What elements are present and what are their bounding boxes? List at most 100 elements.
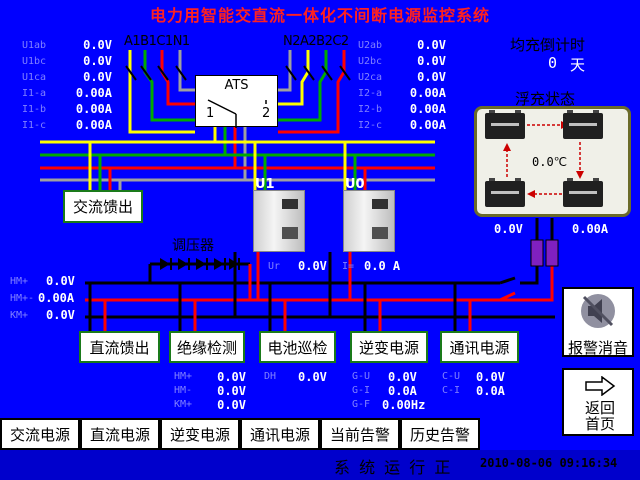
measure-value: 0.0V <box>417 54 446 68</box>
ats-label: ATS <box>224 78 249 93</box>
measure-value: 0.0V <box>217 384 246 398</box>
tab-dc-power[interactable]: 直流电源 <box>80 418 160 450</box>
equalize-unit: 天 <box>570 56 586 74</box>
rectifier-u0[interactable] <box>343 190 395 252</box>
equalize-label: 均充倒计时 <box>510 36 586 54</box>
input-wires-right <box>278 50 346 134</box>
dc-buses <box>85 281 555 319</box>
measure-value: 0.00A <box>409 102 446 116</box>
battery-icon <box>485 178 525 207</box>
measure-value: 0.0V <box>217 398 246 412</box>
measure-label: U1bc <box>22 56 47 67</box>
tab-comm-power[interactable]: 通讯电源 <box>240 418 320 450</box>
measure-label: I1-b <box>22 104 47 115</box>
float-panel: 0.0℃ <box>474 106 631 217</box>
battery-voltage: 0.0V <box>494 222 523 236</box>
i-label: I= <box>342 261 355 272</box>
phase-labels-left: A1B1C1N1 <box>124 34 190 49</box>
back-home-label: 返回首页 <box>584 399 615 433</box>
status-bar: 系 统 运 行 正 2010-08-06 09:16:34 <box>0 450 640 480</box>
battery-icon <box>485 110 525 139</box>
measure-label: G-I <box>352 385 371 396</box>
ac-buses <box>40 140 435 182</box>
bus-value: 0.0V <box>46 274 75 288</box>
inverter-power-button[interactable]: 逆变电源 <box>350 331 428 363</box>
ats-switch[interactable]: ATS 1 2 <box>195 75 278 128</box>
phase-labels-right: N2A2B2C2 <box>283 34 349 49</box>
measure-label: U2ab <box>358 40 383 51</box>
bus-switch <box>499 291 516 302</box>
measure-value: 0.00A <box>409 118 446 132</box>
status-datetime: 2010-08-06 09:16:34 <box>480 456 618 470</box>
i-value: 0.0 A <box>364 259 401 273</box>
battery-inspection-button[interactable]: 电池巡检 <box>259 331 336 363</box>
float-label: 浮充状态 <box>515 90 576 108</box>
measure-value: 0.00Hz <box>382 398 426 412</box>
measure-label: HM+ <box>174 371 193 382</box>
arrow-right-icon <box>585 376 616 396</box>
bus-value: 0.00A <box>38 291 75 305</box>
battery-temp: 0.0℃ <box>532 155 568 169</box>
alarm-silence-label: 报警消音 <box>567 339 628 357</box>
tab-current-alarm[interactable]: 当前告警 <box>320 418 400 450</box>
measure-value: 0.0V <box>388 370 417 384</box>
bus-label: KM+ <box>10 310 29 321</box>
measure-label: I1-c <box>22 120 47 131</box>
measure-label: I2-a <box>358 88 383 99</box>
ats-pos1: 1 <box>206 106 215 121</box>
measure-label: G-U <box>352 371 371 382</box>
regulator-diodes <box>148 258 252 300</box>
measure-value: 0.0V <box>83 38 112 52</box>
ur-value: 0.0V <box>298 259 327 273</box>
ats-output-wires <box>213 126 247 180</box>
battery-icon <box>563 110 603 139</box>
measure-label: C-I <box>442 385 461 396</box>
ats-contact <box>207 99 267 128</box>
ats-pos2: 2 <box>262 106 271 121</box>
measure-value: 0.0V <box>417 70 446 84</box>
tab-ac-power[interactable]: 交流电源 <box>0 418 80 450</box>
measure-label: U1ab <box>22 40 47 51</box>
insulation-check-button[interactable]: 绝缘检测 <box>169 331 245 363</box>
measure-value: 0.0V <box>83 54 112 68</box>
input-switches <box>125 65 351 81</box>
measure-label: U2bc <box>358 56 383 67</box>
insulation-readings: HM+ 0.0V HM- 0.0V KM+ 0.0V <box>174 370 246 412</box>
equalize-value: 0 <box>548 54 558 72</box>
bus-value: 0.0V <box>46 308 75 322</box>
ac-feeder-drops <box>88 142 367 190</box>
dc-feeder-button[interactable]: 直流馈出 <box>79 331 160 363</box>
measure-value: 0.0V <box>476 370 505 384</box>
battery-check-value: 0.0V <box>298 370 327 384</box>
measure-value: 0.0A <box>388 384 417 398</box>
page-title: 电力用智能交直流一体化不间断电源监控系统 <box>149 6 490 25</box>
bus-label: HM+ <box>10 276 29 287</box>
ac-feeder-button[interactable]: 交流馈出 <box>63 190 143 223</box>
rectifier-u1[interactable] <box>253 190 305 252</box>
battery-fuses <box>530 239 559 267</box>
measure-value: 0.00A <box>75 102 112 116</box>
comm-power-button[interactable]: 通讯电源 <box>440 331 519 363</box>
speaker-mute-icon <box>581 294 615 328</box>
tab-history-alarm[interactable]: 历史告警 <box>400 418 480 450</box>
measure-value: 0.00A <box>409 86 446 100</box>
measure-value: 0.0V <box>217 370 246 384</box>
battery-check-label: DH <box>264 371 277 382</box>
measure-label: KM+ <box>174 399 193 410</box>
regulator-label: 调压器 <box>172 238 214 254</box>
back-home-button[interactable]: 返回首页 <box>562 368 634 436</box>
battery-icon <box>563 178 603 207</box>
measure-label: HM- <box>174 385 193 396</box>
alarm-silence-button[interactable]: 报警消音 <box>562 287 634 357</box>
measure-value: 0.00A <box>75 118 112 132</box>
battery-link <box>499 218 554 302</box>
bus-label: HM+- <box>10 293 35 304</box>
input-wires-left <box>128 50 195 134</box>
measure-label: U1ca <box>22 72 47 83</box>
status-text: 系 统 运 行 正 <box>334 458 453 477</box>
tab-inverter-power[interactable]: 逆变电源 <box>160 418 240 450</box>
